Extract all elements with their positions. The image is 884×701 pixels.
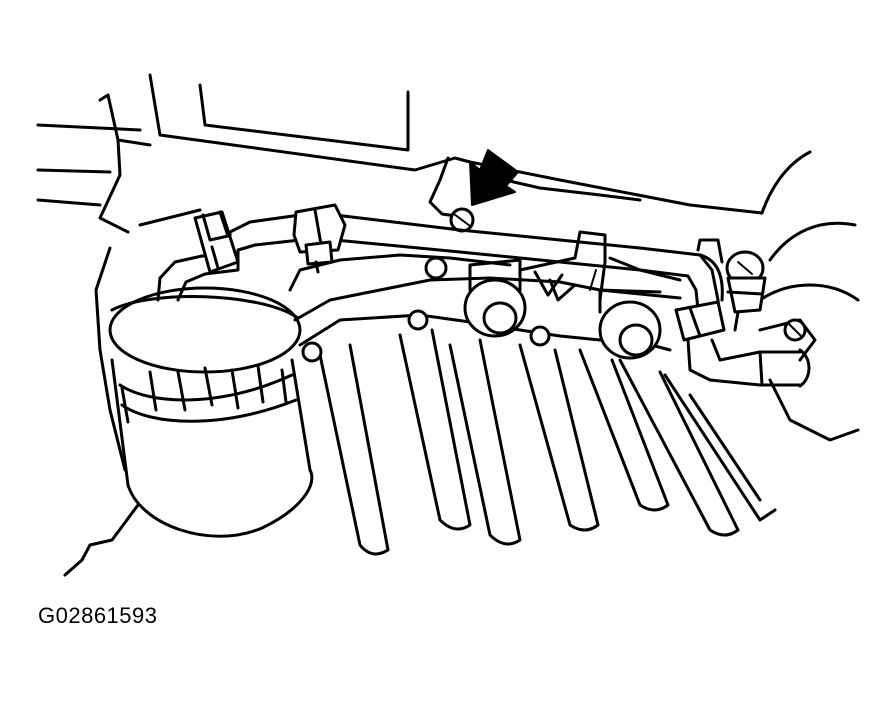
right-hose [686, 338, 811, 388]
upper-right-housing [758, 150, 860, 442]
oil-filter [108, 286, 314, 538]
engine-block [36, 73, 764, 472]
right-fitting [725, 250, 767, 332]
pointer-arrow [469, 149, 519, 206]
left-hose-clamp [193, 210, 240, 274]
manifold-flange [288, 207, 682, 363]
figure-code: G02861593 [38, 603, 158, 628]
center-bracket [518, 230, 607, 302]
flange-bolt-1 [301, 341, 323, 363]
right-hose-clamp [674, 300, 726, 342]
coolant-pipe [333, 213, 724, 332]
intake-runners [318, 328, 777, 556]
manifold-bosses [463, 258, 662, 360]
flange-bolt-2 [407, 309, 429, 331]
oil-filter-leader [63, 503, 140, 577]
pipe-fitting [292, 203, 347, 274]
flange-bolt-4 [424, 256, 448, 280]
flange-bolt-3 [529, 325, 551, 347]
